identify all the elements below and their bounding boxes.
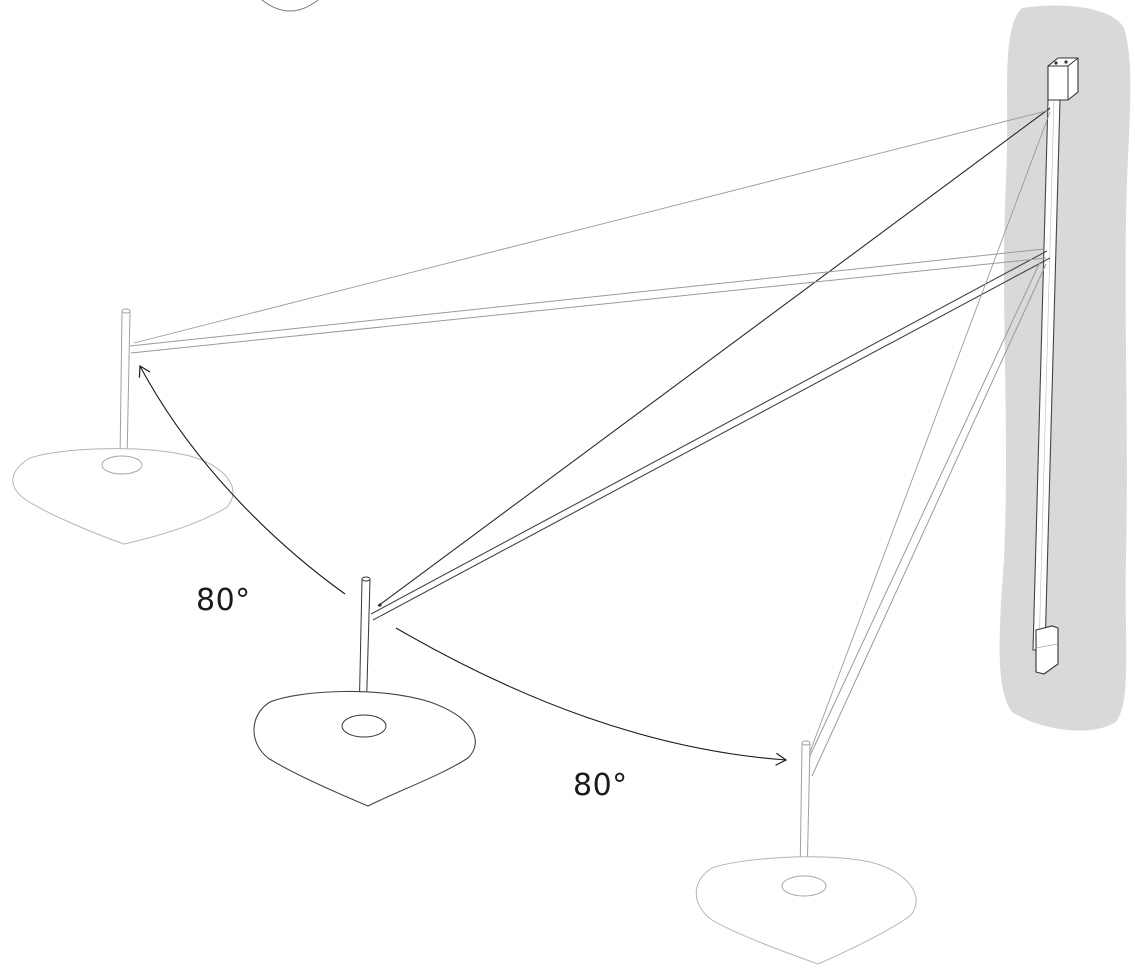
rotation-angle-label-lower: 80° [573,768,628,803]
lamp-position-lower-right [695,111,1051,965]
rotation-angle-label-upper: 80° [196,583,251,618]
top-wall-bracket [1047,57,1079,101]
rotation-arrow-upper [138,364,346,595]
bottom-wall-bracket [1035,625,1059,675]
lamp-position-center [253,107,1051,807]
rotation-arrow-lower [395,627,788,766]
cropped-circle [261,0,319,12]
lamp-position-upper-left [12,109,1051,545]
wall-shade [999,5,1131,731]
